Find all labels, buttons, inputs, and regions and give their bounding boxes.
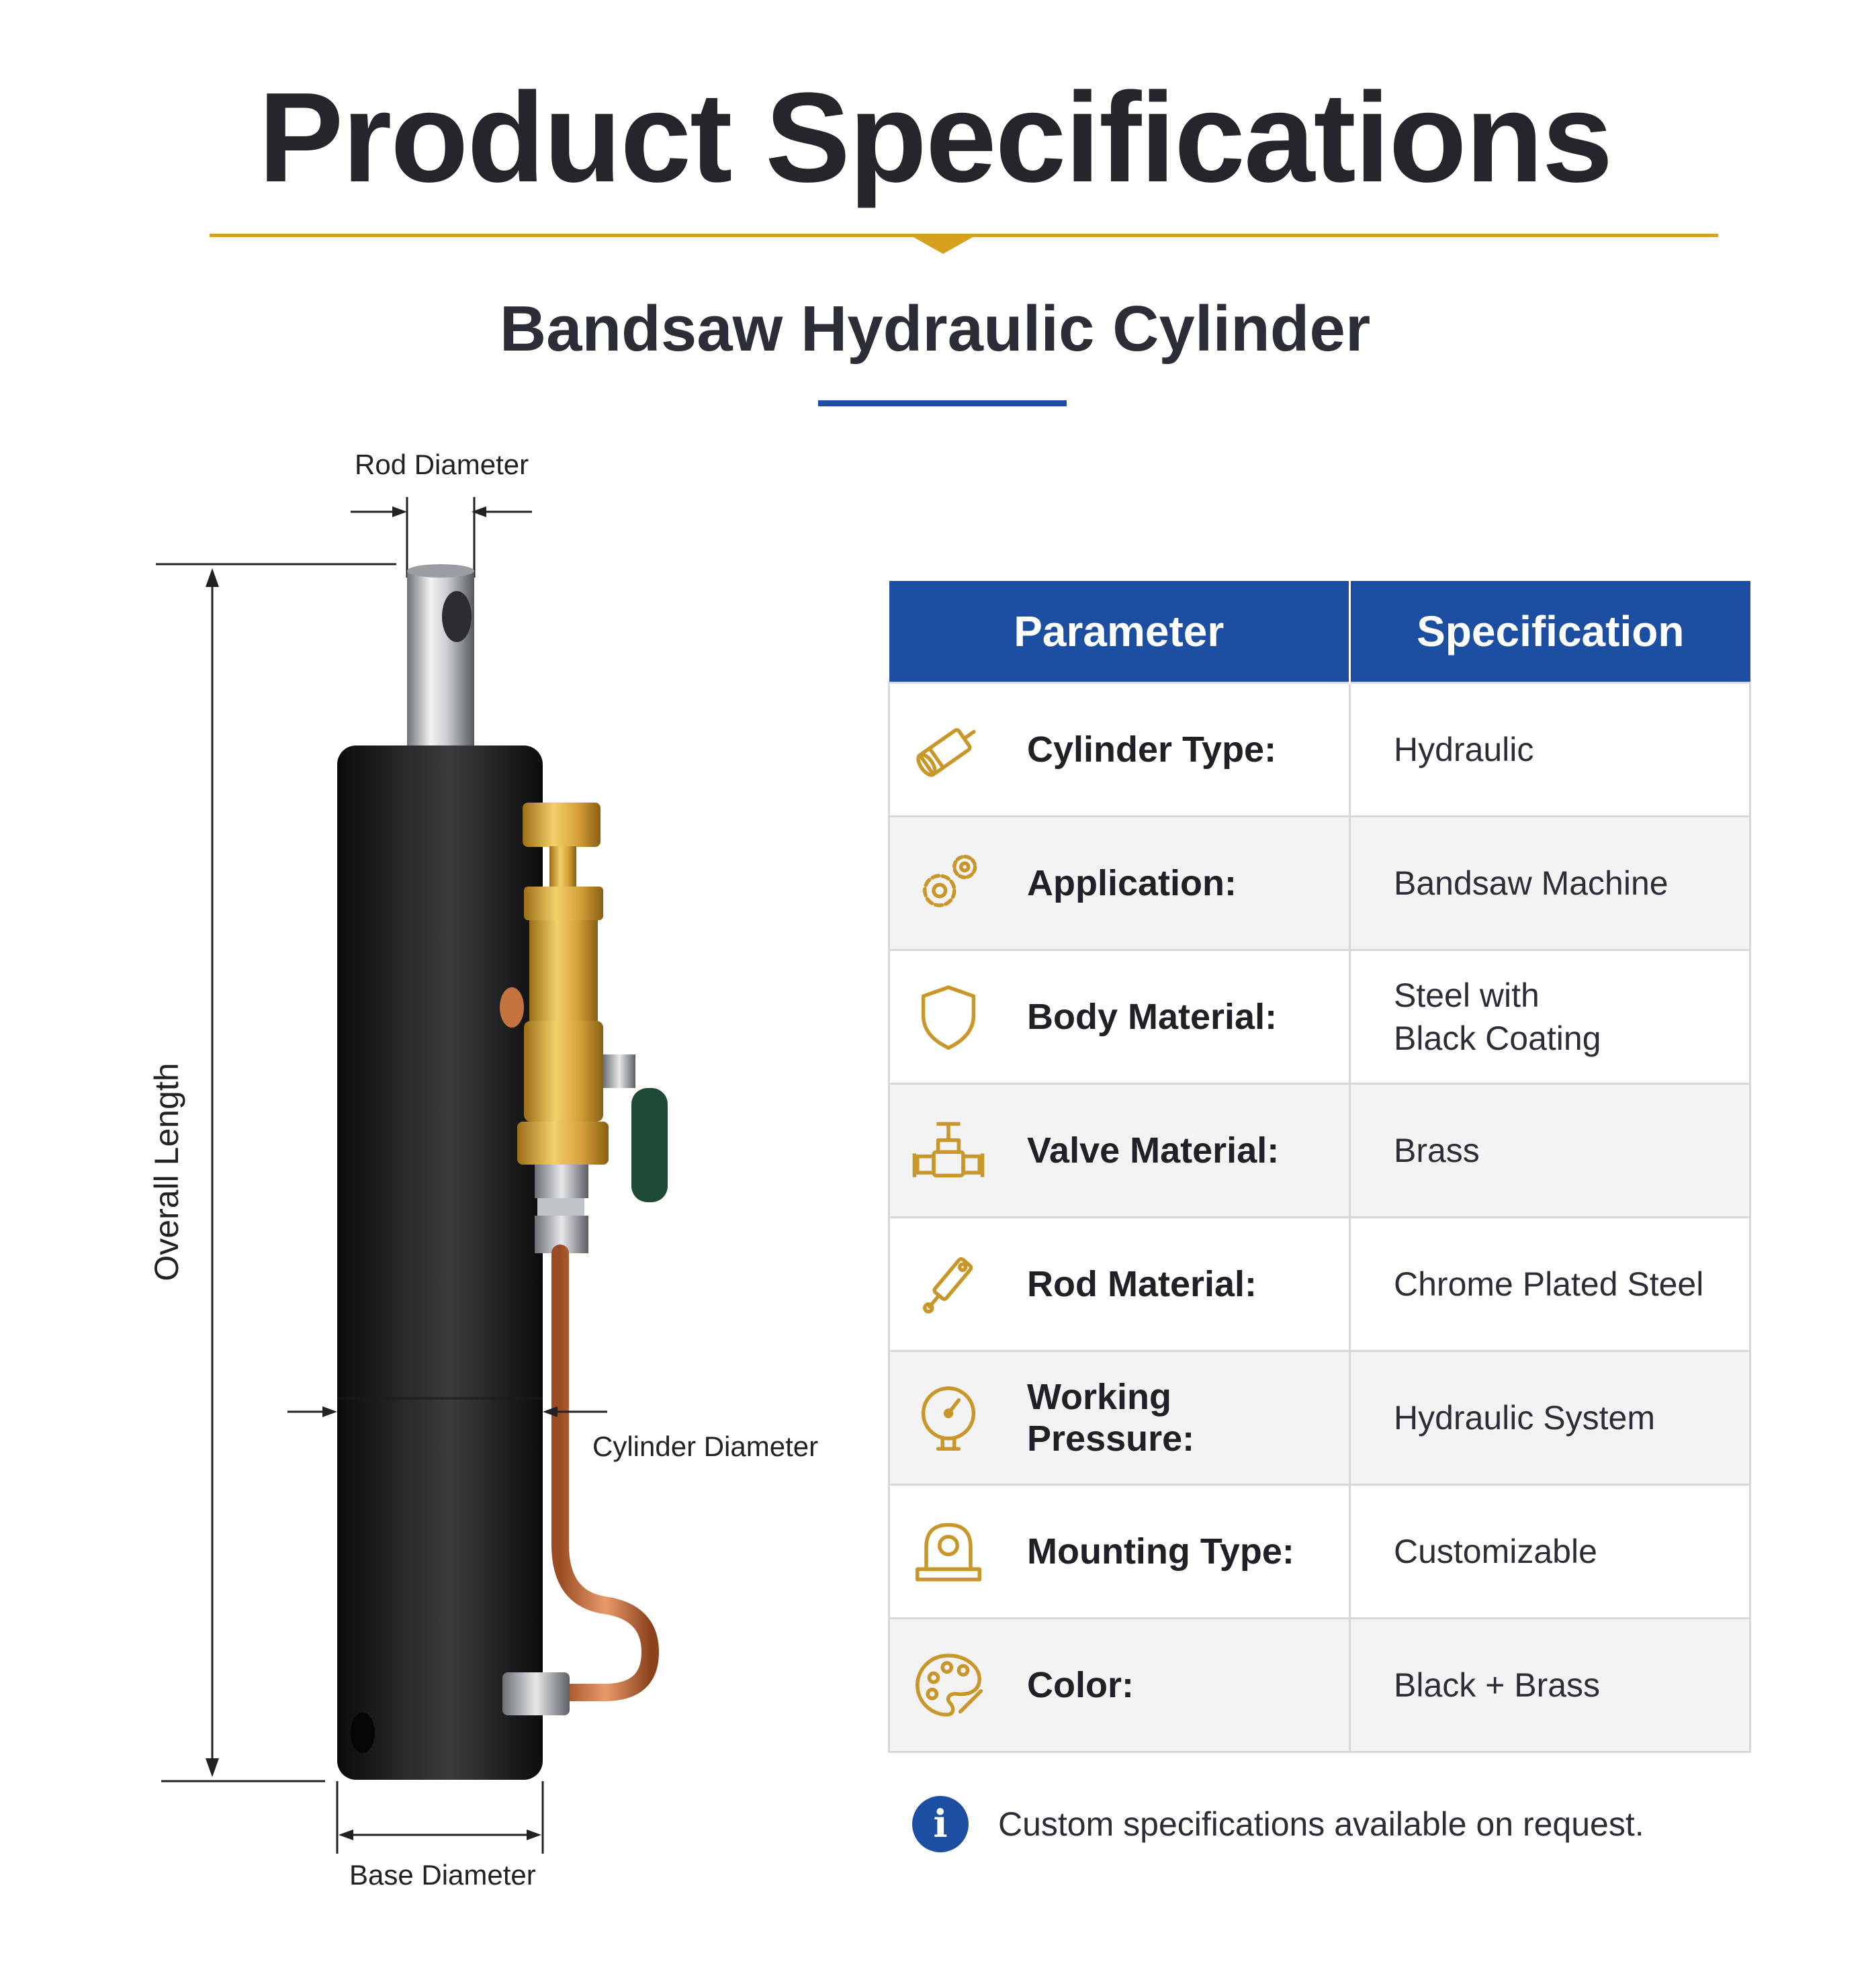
spec-value: Hydraulic System xyxy=(1394,1399,1655,1437)
cylinder-diameter-label: Cylinder Diameter xyxy=(592,1431,819,1462)
mount-icon xyxy=(911,1515,985,1588)
parameter-name: Color: xyxy=(1027,1665,1134,1705)
gold-divider-pointer xyxy=(912,236,974,254)
table-header-row: Parameter Specification xyxy=(889,581,1750,683)
parameter-name: Cylinder Type: xyxy=(1027,729,1277,770)
spec-table: Parameter Specification Cylinder Type: H… xyxy=(888,581,1751,1753)
spec-value: Black + Brass xyxy=(1394,1666,1601,1704)
shield-icon xyxy=(911,980,985,1054)
info-icon: i xyxy=(912,1796,969,1852)
base-diameter-label: Base Diameter xyxy=(349,1859,536,1891)
header-specification: Specification xyxy=(1349,581,1750,683)
parameter-name: Mounting Type: xyxy=(1027,1531,1294,1572)
gauge-icon xyxy=(911,1381,985,1455)
spec-value: Hydraulic xyxy=(1394,731,1534,768)
cylinder-illustration: Rod Diameter Overall Length Cylinder Dia… xyxy=(0,430,860,1907)
header-parameter: Parameter xyxy=(889,581,1351,683)
spec-value: Brass xyxy=(1394,1132,1480,1169)
palette-icon xyxy=(911,1648,985,1722)
table-row: Cylinder Type: Hydraulic xyxy=(888,682,1751,817)
parameter-name: Rod Material: xyxy=(1027,1264,1257,1304)
rod-icon xyxy=(911,1247,985,1321)
table-row: Rod Material: Chrome Plated Steel xyxy=(888,1216,1751,1352)
parameter-name: Body Material: xyxy=(1027,997,1278,1037)
rod-diameter-label: Rod Diameter xyxy=(355,449,529,480)
parameter-name: Application: xyxy=(1027,863,1237,903)
table-row: Working Pressure: Hydraulic System xyxy=(888,1350,1751,1486)
table-row: Application: Bandsaw Machine xyxy=(888,815,1751,951)
overall-length-label: Overall Length xyxy=(148,1063,185,1281)
spec-value: Chrome Plated Steel xyxy=(1394,1265,1704,1303)
cylinder-icon xyxy=(911,713,985,786)
spec-value: Customizable xyxy=(1394,1533,1597,1570)
table-row: Body Material: Steel with Black Coating xyxy=(888,949,1751,1085)
parameter-name: Valve Material: xyxy=(1027,1130,1280,1171)
custom-spec-note: i Custom specifications available on req… xyxy=(912,1796,1644,1852)
table-row: Mounting Type: Customizable xyxy=(888,1484,1751,1619)
spec-value: Steel with Black Coating xyxy=(1394,977,1601,1057)
page-title: Product Specifications xyxy=(258,66,1613,209)
table-row: Valve Material: Brass xyxy=(888,1083,1751,1218)
spec-value: Bandsaw Machine xyxy=(1394,864,1668,902)
parameter-name: Working Pressure: xyxy=(1027,1377,1195,1459)
gold-divider xyxy=(210,234,1718,237)
cylinder-drawing xyxy=(156,497,668,1854)
valve-icon xyxy=(911,1114,985,1187)
table-row: Color: Black + Brass xyxy=(888,1617,1751,1753)
gears-icon xyxy=(911,846,985,920)
note-text: Custom specifications available on reque… xyxy=(998,1805,1644,1843)
blue-underline xyxy=(818,400,1067,406)
page-subtitle: Bandsaw Hydraulic Cylinder xyxy=(499,293,1371,365)
